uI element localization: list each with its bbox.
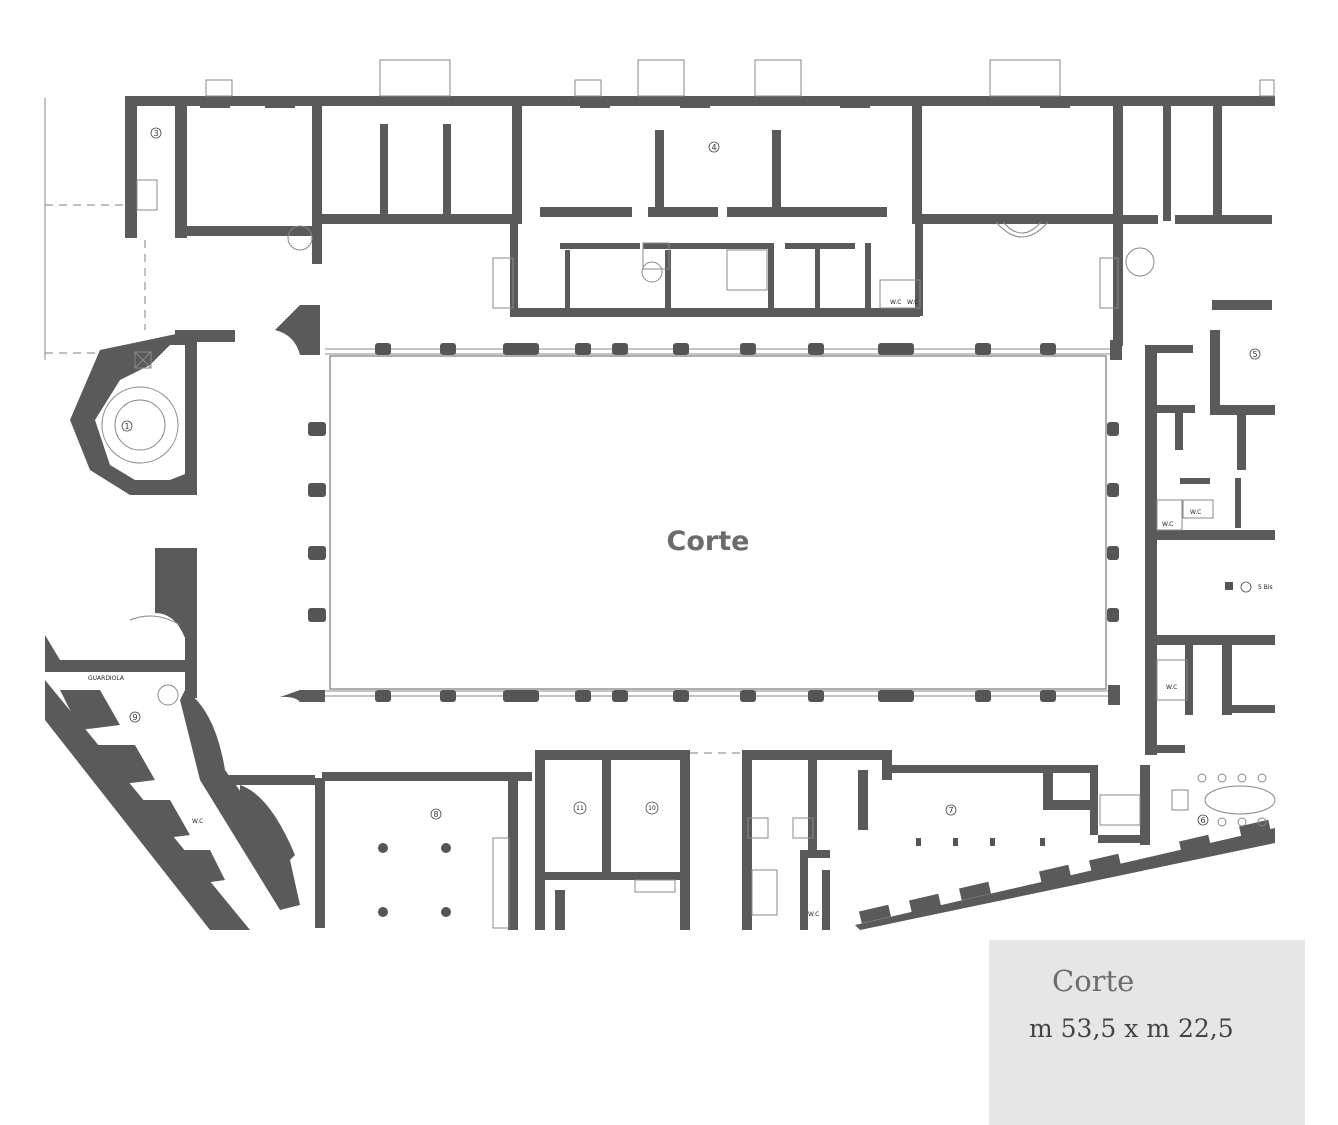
room-5-number: 5 [1252, 350, 1257, 359]
wc-label-right-upper-1: W.C [1162, 521, 1173, 528]
wc-label-left: W.C [192, 818, 203, 825]
wc-label-top-1: W.C [890, 299, 901, 306]
room-10-number: 10 [648, 805, 656, 812]
room-5bis-number: 5 Bis [1258, 584, 1273, 591]
info-title: Corte [1052, 964, 1135, 998]
wc-label-right: W.C [1166, 684, 1177, 691]
top-wing [125, 59, 1275, 346]
service-rooms [287, 221, 1155, 317]
room-8-number: 8 [433, 810, 438, 819]
room-7-number: 7 [948, 806, 953, 815]
wc-label-right-upper-2: W.C [1190, 509, 1201, 516]
room-1-number: 1 [124, 422, 129, 431]
room-numbers: 3 4 1 5 5 Bis 6 7 8 9 10 11 [121, 127, 1273, 826]
wc-label-bottom: W.C [808, 911, 819, 918]
room-11-number: 11 [576, 805, 584, 812]
courtyard-label: Corte [667, 526, 750, 557]
courtyard [275, 305, 1122, 705]
small-labels: GUARDIOLA W.C W.C W.C W.C W.C W.C W.C [88, 299, 1201, 918]
left-wing [44, 98, 325, 930]
room-9-number: 9 [132, 713, 137, 722]
info-box: Corte m 53,5 x m 22,5 [989, 940, 1305, 1125]
wc-label-top-2: W.C [907, 299, 918, 306]
guardiola-label: GUARDIOLA [88, 675, 125, 682]
room-3-number: 3 [153, 129, 158, 138]
right-wing [1145, 300, 1275, 755]
bottom-wing [322, 750, 1276, 930]
room-4-number: 4 [711, 143, 716, 152]
room-6-number: 6 [1200, 816, 1205, 825]
info-dimensions: m 53,5 x m 22,5 [1029, 1014, 1234, 1043]
